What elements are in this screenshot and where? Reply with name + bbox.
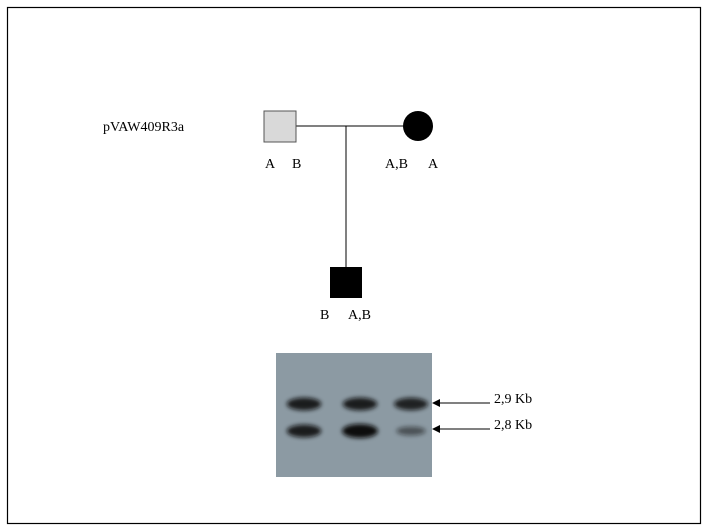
father-allele-1: A: [265, 157, 276, 172]
probe-label: pVAW409R3a: [103, 120, 185, 135]
band-label-2-9kb: 2,9 Kb: [494, 392, 532, 407]
band-label-2-8kb: 2,8 Kb: [494, 418, 532, 433]
southern-blot: [276, 353, 432, 477]
blot-band: [286, 397, 322, 411]
son-allele-2: A,B: [348, 308, 371, 323]
mother-symbol: [403, 111, 433, 141]
blot-membrane: [276, 353, 432, 477]
father-allele-2: B: [292, 157, 301, 172]
father-symbol: [263, 110, 297, 143]
blot-band: [342, 424, 378, 438]
blot-band: [396, 426, 426, 436]
blot-band: [286, 424, 322, 438]
blot-band: [394, 397, 428, 411]
mother-allele-2: A: [428, 157, 439, 172]
blot-band: [342, 397, 378, 411]
mother-allele-1: A,B: [385, 157, 408, 172]
son-allele-1: B: [320, 308, 329, 323]
son-symbol: [330, 267, 362, 298]
